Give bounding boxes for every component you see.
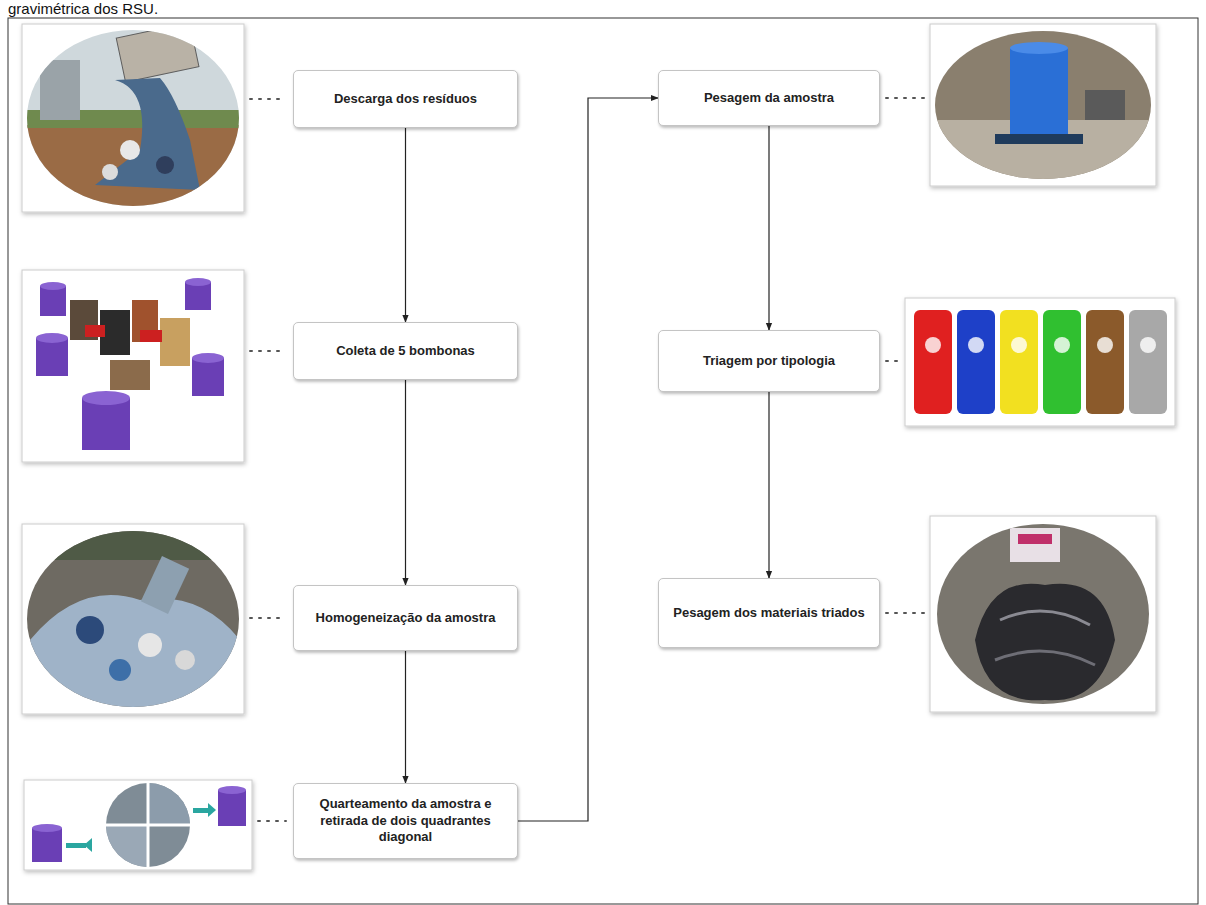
- outer-frame: [8, 18, 1198, 904]
- waste-bag: [76, 616, 104, 644]
- transfer-arrow: [193, 808, 209, 813]
- process-box: Descarga dos resíduos: [293, 70, 518, 128]
- photo-frame: [24, 780, 252, 870]
- worker: [141, 556, 189, 614]
- waste-bag: [175, 650, 195, 670]
- caption-fragment: gravimétrica dos RSU.: [8, 1, 158, 18]
- drum: [82, 391, 130, 450]
- drum: [40, 282, 66, 316]
- flow-arrow: [405, 128, 406, 322]
- background: [930, 516, 1160, 716]
- bin: [1129, 310, 1167, 414]
- waste-box: [160, 318, 190, 366]
- bin: [1000, 310, 1038, 414]
- bag-fold: [1000, 611, 1090, 625]
- dotted-leader: [250, 98, 286, 100]
- dotted-leader: [886, 97, 924, 99]
- process-box: Pesagem da amostra: [658, 70, 880, 126]
- homogenization-photo: [20, 520, 250, 720]
- quartered-sample: [106, 783, 190, 867]
- process-box: Homogeneização da amostra: [293, 585, 518, 651]
- photo-content: [20, 20, 250, 225]
- blue-drum: [1010, 48, 1068, 136]
- photo-content: [930, 24, 1160, 194]
- dotted-leaders: [250, 98, 924, 821]
- photo-frame: [22, 270, 244, 462]
- bin: [1043, 310, 1081, 414]
- drum: [192, 353, 224, 396]
- photo-frame: [905, 298, 1175, 426]
- flow-arrow: [405, 380, 406, 585]
- step-label: Coleta de 5 bombonas: [336, 343, 475, 360]
- waste-box: [140, 330, 162, 342]
- flow-arrow: [768, 392, 769, 578]
- bin: [914, 310, 952, 414]
- dotted-leader: [258, 820, 286, 822]
- bin: [1086, 310, 1124, 414]
- display-band: [1018, 534, 1052, 544]
- flow-arrow: [768, 126, 769, 330]
- process-box: Coleta de 5 bombonas: [293, 322, 518, 380]
- dotted-leader: [250, 617, 286, 619]
- bag-fold: [995, 651, 1095, 665]
- photo-content: [20, 520, 250, 720]
- dotted-leader: [886, 612, 924, 614]
- waste-bag: [138, 633, 162, 657]
- background: [930, 24, 1160, 194]
- step-label: Pesagem da amostra: [704, 90, 834, 107]
- step-label: Homogeneização da amostra: [316, 610, 496, 627]
- quadrant: [148, 783, 190, 825]
- dotted-leader: [250, 350, 286, 352]
- waste-bag: [156, 156, 174, 174]
- sorting-bins: [905, 298, 1175, 426]
- drum-top: [1010, 42, 1068, 54]
- waste-pile: [95, 78, 200, 190]
- dumping-photo: [20, 20, 250, 225]
- transfer-arrow: [84, 838, 92, 852]
- drum: [32, 824, 62, 862]
- step-label: Pesagem dos materiais triados: [673, 605, 864, 622]
- scale-display: [1010, 528, 1060, 562]
- step-label: Descarga dos resíduos: [334, 91, 477, 108]
- quartering-illustration: [24, 780, 252, 870]
- drum: [218, 786, 246, 826]
- process-box: Quarteamento da amostra e retirada de do…: [293, 783, 518, 859]
- scale-display: [1085, 90, 1125, 120]
- truck: [40, 60, 80, 120]
- process-box: Triagem por tipologia: [658, 330, 880, 392]
- waste-bag: [120, 140, 140, 160]
- photo-content: [930, 516, 1160, 716]
- scale-base: [995, 134, 1083, 144]
- ground: [20, 520, 250, 720]
- waste-bag: [102, 164, 118, 180]
- waste-box: [85, 325, 105, 337]
- waste-bag: [109, 659, 131, 681]
- drum: [36, 333, 68, 376]
- flow-arrow: [405, 651, 406, 783]
- drum: [185, 278, 211, 310]
- dotted-leader: [886, 360, 900, 362]
- sorted-weighing-photo: [930, 516, 1160, 716]
- transfer-arrow: [66, 843, 86, 848]
- black-bag: [975, 584, 1115, 701]
- quadrant: [106, 825, 148, 867]
- bin: [957, 310, 995, 414]
- waste-pile: [30, 595, 240, 720]
- flow-arrow: [518, 98, 658, 821]
- truck-bed: [116, 23, 199, 83]
- waste-box: [110, 360, 150, 390]
- weighing-photo: [930, 24, 1160, 194]
- divider: [147, 783, 150, 867]
- drums-illustration: [22, 270, 244, 462]
- step-label: Triagem por tipologia: [703, 353, 835, 370]
- transfer-arrow: [208, 803, 216, 817]
- step-label: Quarteamento da amostra e retirada de do…: [304, 796, 507, 847]
- process-box: Pesagem dos materiais triados: [658, 578, 880, 648]
- background: [20, 520, 250, 560]
